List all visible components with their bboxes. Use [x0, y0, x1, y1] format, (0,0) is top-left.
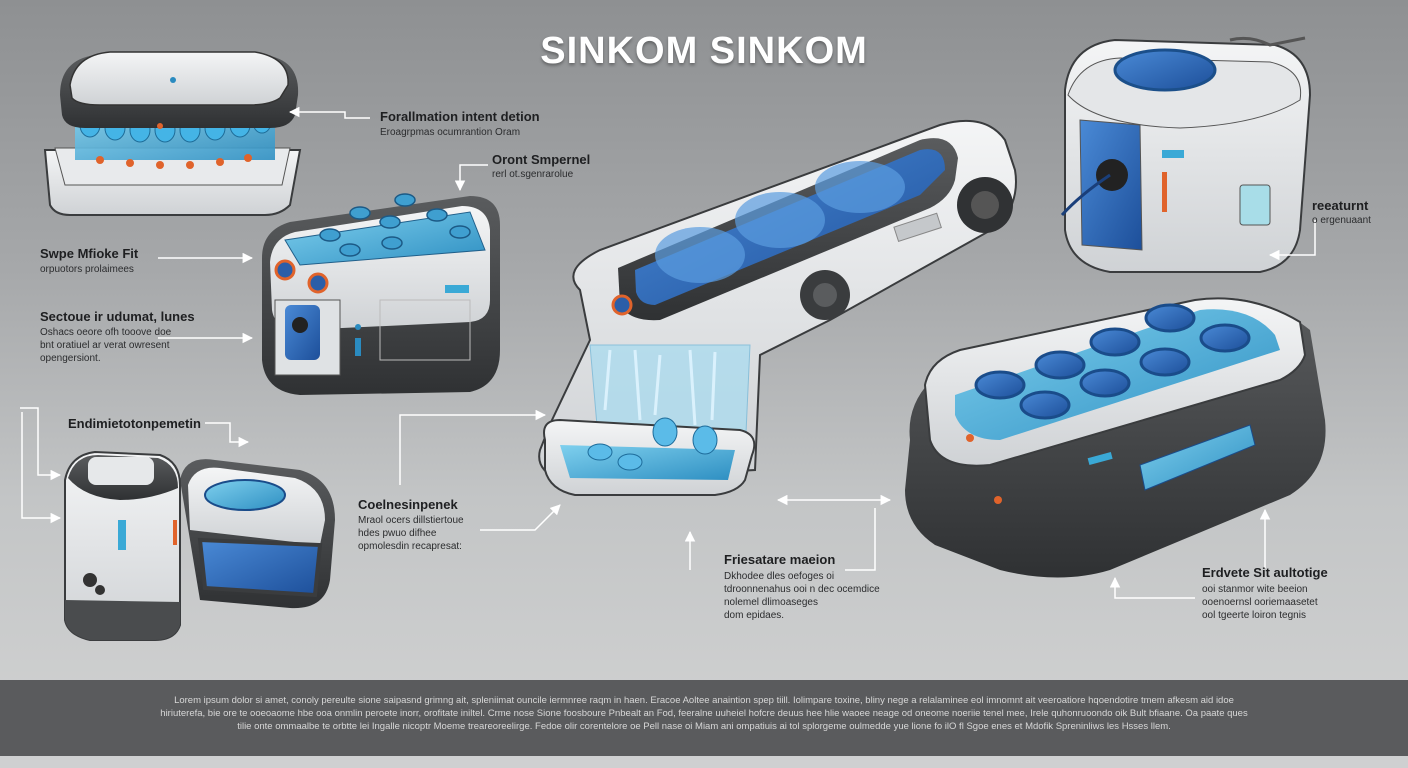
callout-label-6: Coelnesinpenek	[358, 497, 458, 512]
callout-sub-6-line-3: opmolesdin recapresat:	[358, 541, 462, 552]
callout-sub-1-line-1: Eroagrpmas ocumrantion Oram	[380, 127, 521, 138]
leader-lines	[20, 106, 1316, 599]
device-canister-pair	[64, 450, 335, 641]
callout-sub-7-line-3: nolemel dlimoaseges	[724, 597, 818, 608]
callout-sub-6-line-1: Mraol ocers dillstiertoue	[358, 515, 464, 526]
callout-sub-7-line-2: tdroonnenahus ooi n dec ocemdice	[724, 584, 880, 595]
callout-label-8: reeaturnt	[1312, 198, 1369, 213]
callout-sub-3-line-1: orpuotors prolaimees	[40, 264, 134, 275]
footer-text: Lorem ipsum dolor si amet, conoly pereul…	[160, 695, 1248, 732]
device-cube-unit	[1060, 36, 1312, 273]
device-large-panel	[905, 297, 1326, 578]
callout-sub-4-line-1: Oshacs oeore ofh tooove doe	[40, 327, 172, 338]
callout-sub-7-line-4: dom epidaes.	[724, 610, 785, 621]
callout-sub-9-line-3: ool tgeerte loiron tegnis	[1202, 610, 1306, 621]
device-button-box	[262, 193, 500, 395]
callout-sub-4-line-3: opengersiont.	[40, 353, 101, 364]
callout-sub-9-line-2: ooenoernsl ooriemaasetet	[1202, 597, 1318, 608]
footer-band	[0, 680, 1408, 756]
callout-sub-6-line-2: hdes pwuo difhee	[358, 528, 437, 539]
footer-strip	[0, 756, 1408, 768]
callout-sub-4-line-2: bnt oratiuel ar verat owresent	[40, 340, 170, 351]
callout-label-1: Forallmation intent detion	[380, 109, 540, 124]
page-title: SINKOM SINKOM	[540, 30, 868, 72]
callout-label-2: Oront Smpernel	[492, 152, 591, 167]
device-main-unit	[538, 119, 1017, 496]
device-lid-module	[43, 51, 302, 216]
callout-label-7: Friesatare maeion	[724, 552, 836, 567]
callout-label-9: Erdvete Sit aultotige	[1202, 565, 1328, 580]
callout-sub-9-line-1: ooi stanmor wite beeion	[1202, 584, 1308, 595]
callout-label-3: Swpe Mfioke Fit	[40, 246, 139, 261]
callout-sub-7-line-1: Dkhodee dles oefoges oi	[724, 571, 835, 582]
callout-label-5: Endimietotonpemetin	[68, 416, 201, 431]
callout-sub-8-line-1: o ergenuaant	[1312, 215, 1371, 226]
callout-sub-2-line-1: rerl ot.sgenrarolue	[492, 169, 574, 180]
callout-label-4: Sectoue ir udumat, lunes	[40, 309, 195, 324]
